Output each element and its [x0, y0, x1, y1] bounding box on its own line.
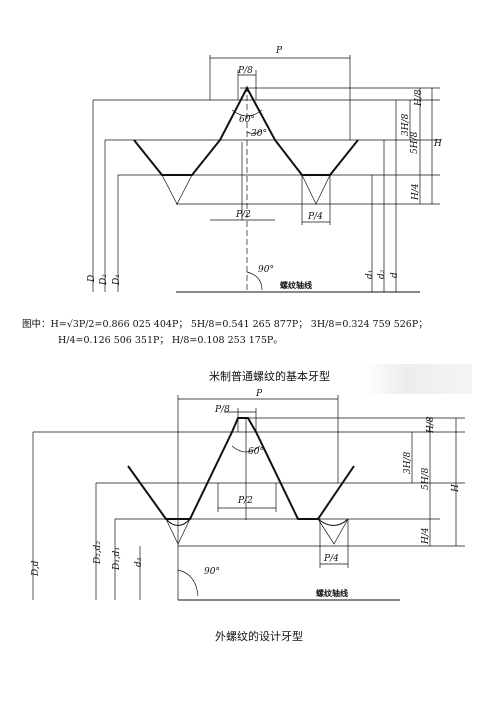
figure2-design-profile: P P/8 60° P/2 P/4 H/8 3H/8 5H/8 H H/4 D,… [31, 389, 465, 601]
fig1-label-p4: P/4 [307, 212, 323, 222]
fig1-label-D2: D₂ [99, 274, 109, 286]
fig1-label-p8: P/8 [237, 66, 253, 76]
fig2-label-p: P [255, 389, 263, 399]
fig2-label-Dd: D,d [31, 560, 41, 577]
fig1-thread-profile [133, 85, 359, 176]
fig2-label-3h8: 3H/8 [403, 451, 413, 474]
fig2-caption: 外螺纹的设计牙型 [215, 629, 303, 643]
fig1-label-D: D [87, 275, 97, 283]
fig1-label-D1: D₁ [112, 274, 122, 286]
fig1-label-axis: 螺纹轴线 [280, 280, 312, 290]
fig1-label-h4: H/4 [411, 183, 421, 201]
fig2-label-p4: P/4 [323, 554, 339, 564]
fig2-label-axis: 螺纹轴线 [316, 588, 348, 598]
fig1-arc-30 [246, 129, 263, 134]
fig1-formula-line2: H/4=0.126 506 351P； H/8=0.108 253 175P。 [58, 335, 283, 346]
fig1-label-p: P [275, 46, 283, 56]
fig2-label-d3: d₃ [134, 557, 144, 567]
fig1-formula-line1: 图中：H=√3P/2=0.866 025 404P； 5H/8=0.541 26… [22, 319, 428, 330]
fig2-root-arc-right [317, 518, 349, 526]
fig1-label-d2: d₂ [377, 269, 387, 279]
fig1-label-p2: P/2 [235, 210, 251, 220]
fig2-label-90: 90° [204, 567, 220, 577]
fig2-label-5h8: 5H/8 [421, 467, 431, 490]
fig2-label-D1d1: D₁,d₁ [112, 547, 122, 571]
fig1-arc-90 [246, 271, 263, 291]
fig2-groove-right-sharp [317, 518, 349, 545]
fig1-label-h8: H/8 [414, 89, 424, 107]
fig1-label-3h8: 3H/8 [401, 113, 411, 136]
scan-shadow [362, 364, 472, 394]
fig2-label-D2d2: D₂,d₂ [93, 541, 103, 565]
fig1-label-d1: d₁ [365, 270, 375, 279]
fig2-label-p8: P/8 [214, 405, 230, 415]
fig2-arc-60 [231, 445, 261, 453]
fig1-label-d: d [390, 272, 400, 278]
fig1-label-90: 90° [258, 265, 274, 275]
fig1-label-h: H [433, 139, 442, 149]
fig2-label-p2: P/2 [237, 496, 253, 506]
fig1-label-30: 30° [251, 129, 267, 139]
fig2-label-h4: H/4 [421, 527, 431, 545]
fig1-label-60: 60° [239, 115, 255, 125]
fig1-groove-left-sharp [161, 174, 193, 205]
fig1-label-5h8: 5H/8 [410, 131, 420, 154]
fig2-arc-90 [177, 569, 199, 597]
figure1-basic-profile: P P/8 60° 30° P/2 P/4 H/8 3H/8 5H/8 H H/… [87, 46, 442, 293]
fig1-groove-right-sharp [301, 174, 331, 205]
fig2-label-h8: H/8 [426, 416, 436, 434]
fig2-label-h: H [451, 484, 461, 493]
fig1-arc-60 [231, 109, 263, 117]
fig2-label-60: 60° [248, 447, 264, 457]
fig1-caption: 米制普通螺纹的基本牙型 [209, 369, 330, 383]
